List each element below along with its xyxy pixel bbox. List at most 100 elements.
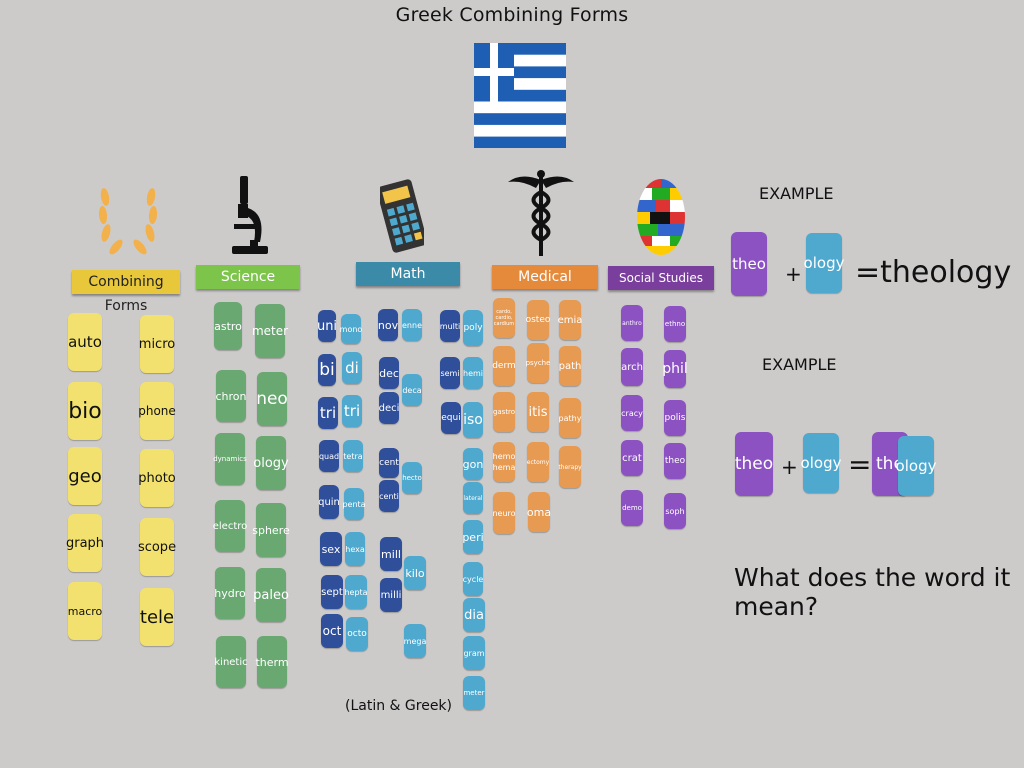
word-tile[interactable]: bio bbox=[68, 382, 102, 440]
word-tile[interactable]: sex bbox=[320, 532, 342, 566]
word-tile[interactable]: phone bbox=[138, 382, 176, 440]
word-tile[interactable]: osteo bbox=[526, 300, 550, 340]
word-tile[interactable]: tri bbox=[342, 395, 362, 427]
word-tile[interactable]: macro bbox=[68, 582, 102, 640]
word-tile[interactable]: deci bbox=[379, 392, 399, 424]
word-tile[interactable]: derm bbox=[492, 346, 516, 386]
word-tile[interactable]: octo bbox=[346, 617, 368, 651]
word-tile[interactable]: centi bbox=[379, 480, 399, 512]
calculator-icon bbox=[380, 176, 424, 256]
word-tile[interactable]: psyche bbox=[526, 343, 550, 383]
word-tile[interactable]: soph bbox=[664, 493, 686, 529]
word-tile[interactable]: hepta bbox=[344, 575, 368, 609]
word-tile[interactable]: electro bbox=[213, 500, 247, 552]
word-tile[interactable]: enne bbox=[402, 309, 422, 341]
word-tile[interactable]: anthro bbox=[621, 305, 643, 341]
word-tile[interactable]: cent bbox=[379, 448, 399, 478]
math-note: (Latin & Greek) bbox=[345, 698, 453, 714]
word-tile[interactable]: ology bbox=[896, 436, 936, 496]
word-tile[interactable]: mono bbox=[340, 314, 362, 344]
example-label: EXAMPLE bbox=[762, 355, 837, 374]
word-tile[interactable]: neuro bbox=[492, 492, 516, 534]
word-tile[interactable]: geo bbox=[68, 447, 102, 505]
word-tile[interactable]: therm bbox=[255, 636, 289, 688]
word-tile[interactable]: photo bbox=[138, 449, 176, 507]
word-tile[interactable]: ethno bbox=[664, 306, 686, 342]
word-tile[interactable]: micro bbox=[139, 315, 175, 373]
world-flags-globe-icon bbox=[636, 178, 686, 256]
word-tile[interactable]: cycle bbox=[463, 562, 483, 596]
word-tile[interactable]: graph bbox=[66, 514, 104, 572]
word-tile[interactable]: multi bbox=[440, 310, 460, 342]
word-tile[interactable]: meter bbox=[463, 676, 485, 710]
word-tile[interactable]: oma bbox=[527, 492, 551, 532]
word-tile[interactable]: theo bbox=[664, 443, 686, 479]
example-result: =theology bbox=[855, 255, 1012, 290]
word-tile[interactable]: neo bbox=[256, 372, 288, 426]
word-tile[interactable]: ology bbox=[253, 436, 289, 490]
word-tile[interactable]: iso bbox=[463, 402, 483, 438]
word-tile[interactable]: dec bbox=[379, 357, 399, 389]
word-tile[interactable]: sphere bbox=[252, 503, 290, 557]
category-banner-social-studies: Social Studies bbox=[608, 266, 714, 290]
word-tile[interactable]: hecto bbox=[402, 462, 422, 494]
word-tile[interactable]: mill bbox=[380, 537, 402, 571]
word-tile[interactable]: dynamics bbox=[213, 433, 247, 485]
word-tile[interactable]: hemo hema bbox=[493, 442, 515, 482]
word-tile[interactable]: deca bbox=[402, 374, 422, 406]
word-tile[interactable]: oct bbox=[321, 614, 343, 648]
word-tile[interactable]: quad bbox=[319, 440, 339, 472]
word-tile[interactable]: ology bbox=[801, 433, 841, 493]
word-tile[interactable]: quin bbox=[318, 485, 340, 519]
word-tile[interactable]: hemi bbox=[463, 357, 483, 389]
word-tile[interactable]: polis bbox=[664, 400, 686, 436]
word-tile[interactable]: milli bbox=[380, 578, 402, 612]
word-tile[interactable]: itis bbox=[527, 392, 549, 432]
word-tile[interactable]: astro bbox=[214, 302, 242, 350]
word-tile[interactable]: hydro bbox=[214, 567, 246, 619]
word-tile[interactable]: arch bbox=[621, 348, 643, 386]
word-tile[interactable]: therapy bbox=[558, 446, 582, 488]
word-tile[interactable]: path bbox=[559, 346, 581, 386]
word-tile[interactable]: equi bbox=[441, 402, 461, 434]
word-tile[interactable]: peri bbox=[462, 520, 484, 554]
word-tile[interactable]: scope bbox=[138, 518, 176, 576]
word-tile[interactable]: crat bbox=[621, 440, 643, 476]
word-tile[interactable]: phil bbox=[662, 350, 688, 388]
word-tile[interactable]: auto bbox=[68, 313, 102, 371]
word-tile[interactable]: theo bbox=[735, 432, 773, 496]
word-tile[interactable]: paleo bbox=[253, 568, 289, 622]
word-tile[interactable]: emia bbox=[558, 300, 582, 340]
word-tile[interactable]: cracy bbox=[621, 395, 643, 431]
category-banner-medical: Medical bbox=[492, 265, 598, 289]
word-tile[interactable]: bi bbox=[318, 354, 336, 386]
word-tile[interactable]: dia bbox=[463, 598, 485, 632]
word-tile[interactable]: tri bbox=[318, 397, 338, 429]
word-tile[interactable]: mega bbox=[404, 624, 426, 658]
word-tile[interactable]: lateral bbox=[463, 482, 483, 514]
word-tile[interactable]: kilo bbox=[404, 556, 426, 590]
example-label: EXAMPLE bbox=[759, 184, 834, 203]
word-tile[interactable]: penta bbox=[342, 488, 366, 520]
word-tile[interactable]: di bbox=[342, 352, 362, 384]
word-tile[interactable]: poly bbox=[463, 310, 483, 346]
word-tile[interactable]: chron bbox=[216, 370, 247, 422]
word-tile[interactable]: sept bbox=[321, 575, 343, 609]
word-tile[interactable]: gon bbox=[463, 448, 483, 480]
word-tile[interactable]: meter bbox=[252, 304, 288, 358]
word-tile[interactable]: nov bbox=[378, 309, 398, 341]
word-tile[interactable]: theo bbox=[731, 232, 767, 296]
word-tile[interactable]: hexa bbox=[345, 532, 365, 566]
word-tile[interactable]: tele bbox=[140, 588, 174, 646]
word-tile[interactable]: demo bbox=[621, 490, 643, 526]
word-tile[interactable]: ectomy bbox=[527, 442, 549, 482]
word-tile[interactable]: gram bbox=[463, 636, 485, 670]
word-tile[interactable]: semi bbox=[440, 357, 460, 389]
word-tile[interactable]: cardo, cardio, cardium bbox=[493, 298, 515, 338]
word-tile[interactable]: ology bbox=[804, 233, 844, 293]
word-tile[interactable]: pathy bbox=[559, 398, 581, 438]
word-tile[interactable]: kinetic bbox=[214, 636, 248, 688]
word-tile[interactable]: gastro bbox=[493, 392, 515, 432]
word-tile[interactable]: tetra bbox=[343, 440, 363, 472]
word-tile[interactable]: uni bbox=[317, 310, 337, 342]
